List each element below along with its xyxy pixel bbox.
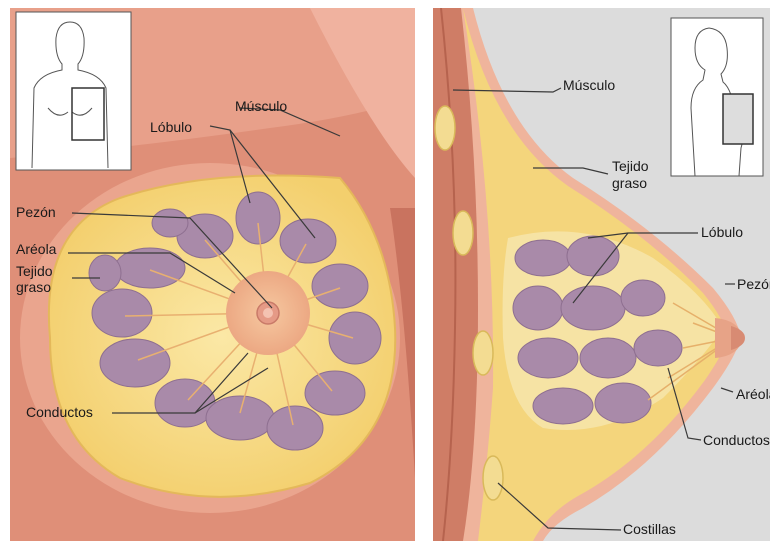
label-tejido-line2: graso: [16, 279, 51, 295]
label-musculo-lateral: Músculo: [563, 77, 615, 93]
frontal-view-illustration: Músculo Lóbulo Pezón Aréola Tejido graso…: [10, 8, 415, 541]
label-tejido-lateral-line1: Tejido: [612, 158, 649, 174]
frontal-view-panel: Músculo Lóbulo Pezón Aréola Tejido graso…: [10, 8, 415, 541]
inset-figure-front: [16, 12, 131, 170]
lateral-view-illustration: Músculo Tejido graso Lóbulo Pezón Aréola…: [433, 8, 770, 541]
label-lobulo: Lóbulo: [150, 119, 192, 135]
label-tejido-lateral-line2: graso: [612, 175, 647, 191]
label-tejido-line1: Tejido: [16, 263, 53, 279]
nipple-center: [263, 308, 273, 318]
label-conductos-lateral: Conductos: [703, 432, 770, 448]
label-pezon: Pezón: [16, 204, 56, 220]
label-areola: Aréola: [16, 241, 57, 257]
label-areola-lateral: Aréola: [736, 386, 770, 402]
label-lobulo-lateral: Lóbulo: [701, 224, 743, 240]
lateral-view-panel: Músculo Tejido graso Lóbulo Pezón Aréola…: [433, 8, 770, 541]
label-pezon-lateral: Pezón: [737, 276, 770, 292]
inset-figure-side: [671, 18, 763, 176]
label-conductos: Conductos: [26, 404, 93, 420]
label-costillas: Costillas: [623, 521, 676, 537]
label-musculo: Músculo: [235, 98, 287, 114]
